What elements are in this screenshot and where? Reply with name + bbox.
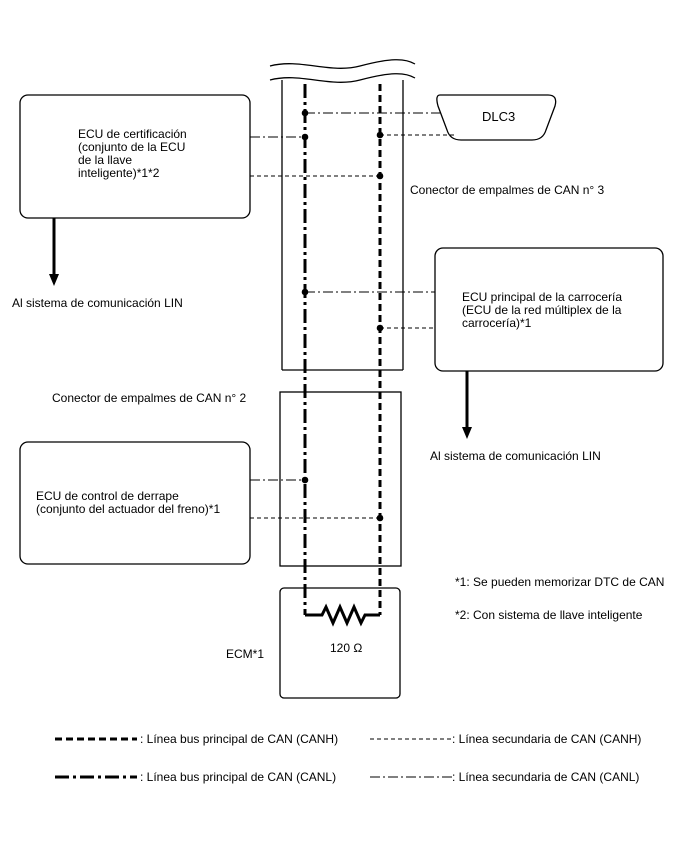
dlc3-connector: [436, 94, 557, 141]
body-ecu-box: [434, 247, 664, 372]
junction-connector-3-box: [281, 80, 404, 371]
skid-control-ecu-label: ECU de control de derrape (conjunto del …: [36, 489, 221, 516]
legend-main-canh: : Línea bus principal de CAN (CANH): [140, 732, 339, 746]
note-2: *2: Con sistema de llave inteligente: [455, 608, 643, 622]
junction-connector-2-box: [279, 391, 402, 567]
break-mark: [269, 59, 416, 83]
ecu-certification-box: [19, 94, 251, 219]
ecm-label: ECM*1: [226, 647, 265, 661]
junction-dots: [301, 109, 384, 522]
arrow-lin-left: [49, 218, 59, 286]
lin-left-label: Al sistema de comunicación LIN: [12, 296, 183, 310]
sub-lines-canh: [250, 134, 455, 519]
legend-main-canl: : Línea bus principal de CAN (CANL): [140, 770, 337, 784]
note-1: *1: Se pueden memorizar DTC de CAN: [455, 575, 665, 589]
ecu-certification-label: ECU de certificación (conjunto de la ECU…: [78, 127, 187, 180]
resistor-120-ohm: [305, 603, 380, 627]
dlc3-label: DLC3: [482, 109, 516, 124]
resistor-label: 120 Ω: [330, 641, 363, 655]
legend-sub-canh: : Línea secundaria de CAN (CANH): [452, 732, 642, 746]
body-ecu-label: ECU principal de la carrocería (ECU de l…: [462, 290, 623, 330]
junction-connector-2-label: Conector de empalmes de CAN n° 2: [52, 391, 247, 405]
lin-right-label: Al sistema de comunicación LIN: [430, 449, 601, 463]
ecm-box: [279, 587, 401, 699]
junction-connector-3-label: Conector de empalmes de CAN n° 3: [410, 183, 605, 197]
legend-sub-canl: : Línea secundaria de CAN (CANL): [452, 770, 640, 784]
arrow-lin-right: [462, 371, 472, 439]
skid-control-ecu-box: [19, 441, 251, 565]
sub-lines-canl: [250, 112, 440, 481]
